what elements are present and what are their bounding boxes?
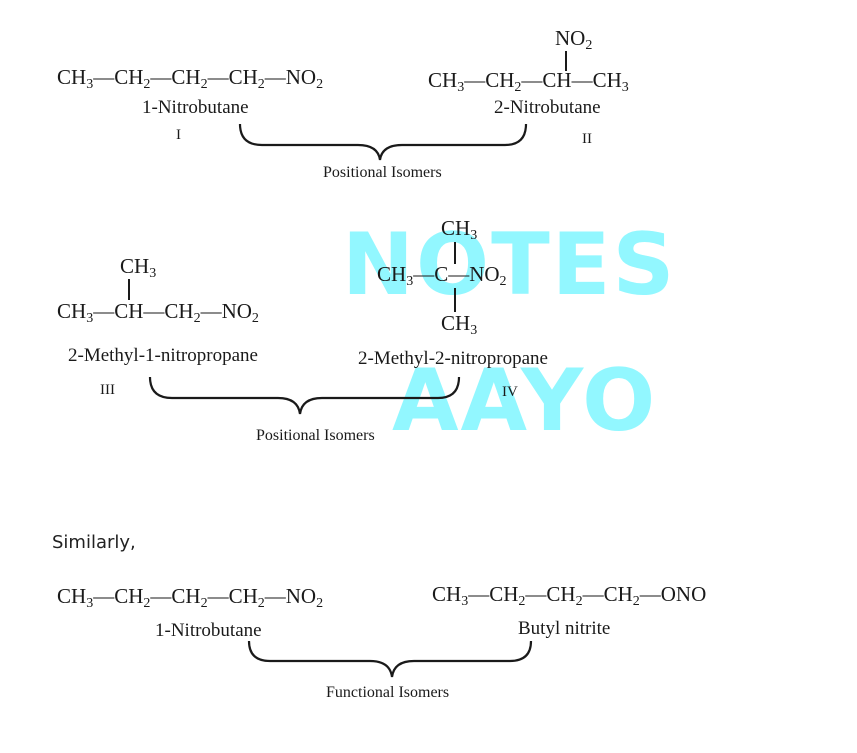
formula-2-nitrobutane-substituent: NO2 [555,26,593,53]
formula-butyl-nitrite: CH3—CH2—CH2—CH2—ONO [432,582,707,609]
name-1-nitrobutane: 1-Nitrobutane [142,97,249,118]
name-2-nitrobutane: 2-Nitrobutane [494,97,601,118]
label-roman-II: II [582,131,592,147]
name-1-nitrobutane-functional: 1-Nitrobutane [155,620,262,641]
brace-positional-2 [148,376,461,415]
label-roman-III: III [100,382,115,398]
name-2-methyl-2-nitropropane: 2-Methyl-2-nitropropane [358,348,548,369]
formula-2-methyl-1-nitropropane-branch: CH3 [120,254,157,281]
formula-2-methyl-2-nitropropane: CH3—C—NO2 [377,262,507,289]
brace-functional [247,640,533,678]
label-roman-I: I [176,127,181,143]
formula-1-nitrobutane-functional: CH3—CH2—CH2—CH2—NO2 [57,584,324,611]
formula-2-methyl-1-nitropropane: CH3—CH—CH2—NO2 [57,299,259,326]
formula-2-nitrobutane: CH3—CH2—CH—CH3 [428,68,629,95]
label-roman-IV: IV [502,384,518,400]
intro-text: Similarly, [52,532,136,553]
relation-functional-isomers: Functional Isomers [326,684,450,701]
relation-positional-isomers-2: Positional Isomers [256,427,375,444]
formula-2-methyl-2-nitropropane-bottom: CH3 [441,311,478,338]
brace-positional-1 [238,123,528,161]
watermark-notes: NOTES [342,215,677,315]
name-2-methyl-1-nitropropane: 2-Methyl-1-nitropropane [68,345,258,366]
formula-2-methyl-2-nitropropane-top: CH3 [441,216,478,243]
watermark-aayo: AAYO [392,351,658,451]
relation-positional-isomers-1: Positional Isomers [323,164,442,181]
formula-1-nitrobutane: CH3—CH2—CH2—CH2—NO2 [57,65,324,92]
name-butyl-nitrite: Butyl nitrite [518,618,611,639]
